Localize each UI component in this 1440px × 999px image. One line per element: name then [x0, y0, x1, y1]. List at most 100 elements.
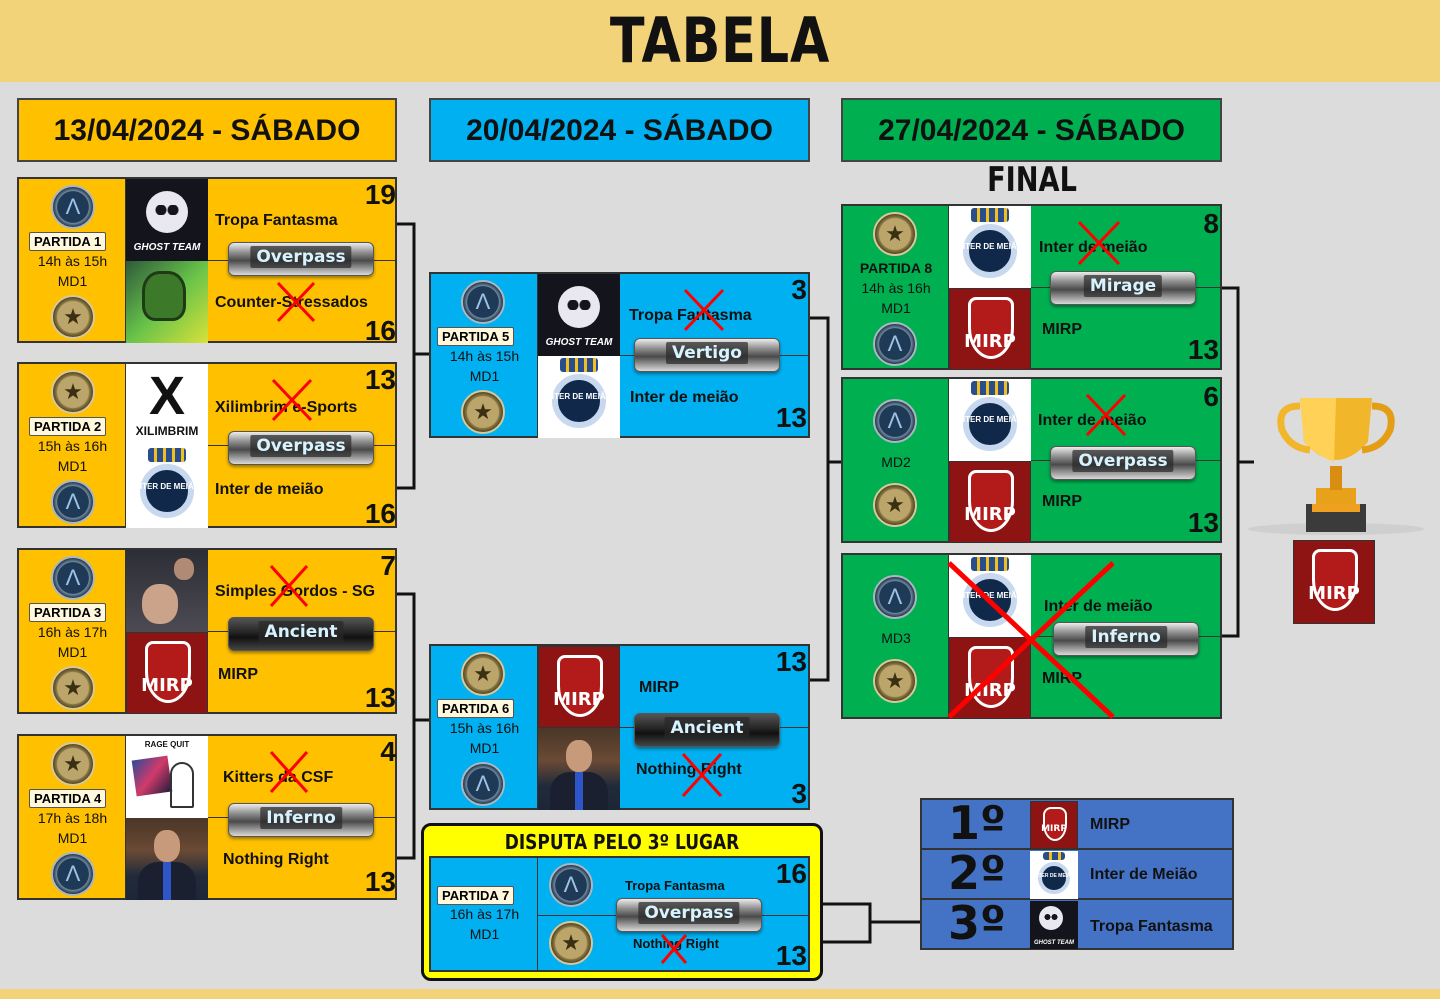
match-label: PARTIDA 2 [29, 417, 107, 436]
team2-score: 13 [1187, 334, 1219, 365]
podium-team-name: Tropa Fantasma [1090, 918, 1213, 935]
terrorist-icon: ★ [51, 370, 95, 414]
match-info: 14h às 15h MD1 [431, 346, 538, 386]
team1-score: 13 [775, 646, 807, 677]
match-time: 16h às 17h [449, 906, 520, 922]
counter-terrorist-icon: Λ [51, 556, 95, 600]
map-banner: Vertigo [634, 338, 780, 372]
match-format: MD1 [469, 740, 500, 756]
match-time: 14h às 15h [449, 348, 520, 364]
team2-name: Inter de meião [215, 481, 324, 498]
eliminated-x-icon [269, 750, 309, 794]
terrorist-icon: ★ [51, 742, 95, 786]
game-label: MD2 [881, 454, 911, 470]
match-label: PARTIDA 5 [437, 327, 515, 346]
team1-name: Tropa Fantasma [625, 878, 725, 893]
map-banner: Overpass [616, 898, 762, 932]
map-banner: Overpass [228, 242, 374, 276]
team1-name: Inter de meião [1038, 412, 1147, 429]
podium-team-name: MIRP [1090, 816, 1130, 833]
counter-terrorist-icon: Λ [549, 863, 593, 907]
counter-stressados-logo [126, 261, 208, 343]
terrorist-icon: ★ [461, 652, 505, 696]
match-7-card[interactable]: PARTIDA 7 16h às 17h MD1 Λ ★ Tropa Fanta… [429, 856, 810, 972]
match-info: 16h às 17h MD1 [19, 622, 126, 662]
eliminated-x-icon [683, 288, 725, 332]
match-3-card[interactable]: Λ PARTIDA 3 16h às 17h MD1 ★ MIRP Simple… [17, 548, 397, 714]
champion-mirp-logo: MIRP [1293, 540, 1375, 624]
match-5-card[interactable]: Λ PARTIDA 5 14h às 15h MD1 ★ GHOST TEAM … [429, 272, 810, 438]
eliminated-x-icon [660, 934, 688, 964]
final-game2-card[interactable]: Λ MD2 ★ INTER DE MEIÃO MIRP Inter de mei… [841, 377, 1222, 543]
counter-terrorist-icon: Λ [461, 762, 505, 806]
match-format: MD1 [57, 830, 88, 846]
match-format: MD1 [57, 644, 88, 660]
eliminated-x-icon [1077, 220, 1121, 266]
team1-score: 16 [775, 858, 807, 889]
eliminated-x-icon [681, 752, 723, 798]
inter-de-meiao-logo: INTER DE MEIÃO [538, 356, 620, 438]
final-label: FINAL [987, 160, 1077, 200]
final-game1-card[interactable]: ★ PARTIDA 8 14h às 16h MD1 Λ INTER DE ME… [841, 204, 1222, 370]
terrorist-icon: ★ [549, 921, 593, 965]
team1-name: MIRP [639, 679, 679, 696]
team2-name: Counter-Stressados [215, 294, 368, 311]
team1-score: 7 [380, 550, 396, 581]
match-label: PARTIDA 1 [29, 232, 107, 251]
match-time: 17h às 18h [37, 810, 108, 826]
date-round1: 13/04/2024 - SÁBADO [17, 98, 397, 162]
team2-score: 16 [364, 315, 396, 346]
kitters-logo: RAGE QUIT [126, 736, 208, 818]
match-time: 15h às 16h [449, 720, 520, 736]
match-time: 14h às 15h [37, 253, 108, 269]
match-label: PARTIDA 7 [437, 886, 515, 905]
match-time: 16h às 17h [37, 624, 108, 640]
map-banner: Inferno [228, 803, 374, 837]
mirp-logo: MIRP [949, 461, 1031, 543]
final-game3-card[interactable]: Λ MD3 ★ INTER DE MEIÃO MIRP Inter de mei… [841, 553, 1222, 719]
mirp-logo: MIRP [126, 632, 208, 714]
tropa-fantasma-logo: GHOST TEAM [1030, 901, 1078, 949]
team1-score: 8 [1203, 208, 1219, 239]
team2-name: MIRP [1042, 321, 1082, 338]
tropa-fantasma-logo: GHOST TEAM [126, 179, 208, 261]
team2-name: Nothing Right [633, 936, 719, 951]
simples-gordos-logo [126, 550, 208, 632]
team2-score: 13 [775, 402, 807, 433]
mirp-logo: MIRP [949, 288, 1031, 370]
match-1-card[interactable]: Λ PARTIDA 1 14h às 15h MD1 ★ GHOST TEAM … [17, 177, 397, 346]
team2-name: MIRP [1042, 670, 1082, 687]
match-label: PARTIDA 4 [29, 789, 107, 808]
match-time: 15h às 16h [37, 438, 108, 454]
team2-score: 3 [791, 778, 807, 809]
match-4-card[interactable]: ★ PARTIDA 4 17h às 18h MD1 Λ RAGE QUIT K… [17, 734, 397, 900]
page-title: TABELA [609, 4, 831, 77]
map-banner: Overpass [228, 431, 374, 465]
counter-terrorist-icon: Λ [873, 322, 917, 366]
team2-name: MIRP [1042, 493, 1082, 510]
team1-name: Tropa Fantasma [215, 212, 338, 229]
counter-terrorist-icon: Λ [51, 185, 95, 229]
team2-name: Inter de meião [630, 389, 739, 406]
date-round2: 20/04/2024 - SÁBADO [429, 98, 810, 162]
match-info: 16h às 17h MD1 [431, 904, 538, 944]
terrorist-icon: ★ [873, 659, 917, 703]
podium-table: 1º MIRP MIRP 2º INTER DE MEIÃO Inter de … [920, 796, 1234, 950]
map-banner: Mirage [1050, 271, 1196, 305]
match-6-card[interactable]: ★ PARTIDA 6 15h às 16h MD1 Λ MIRP MIRP 1… [429, 644, 810, 810]
terrorist-icon: ★ [51, 666, 95, 710]
nothing-right-logo [126, 818, 208, 900]
team1-score: 3 [791, 274, 807, 305]
team2-score: 13 [775, 940, 807, 971]
game-cancelled-x-icon [947, 561, 1115, 719]
match-info: 15h às 16h MD1 [19, 436, 126, 476]
podium-row-3: 3º GHOST TEAM Tropa Fantasma [922, 896, 1232, 950]
match-format: MD1 [57, 273, 88, 289]
team2-score: 13 [1187, 507, 1219, 538]
counter-terrorist-icon: Λ [873, 399, 917, 443]
map-banner: Inferno [1053, 622, 1199, 656]
inter-de-meiao-logo: INTER DE MEIÃO [949, 379, 1031, 461]
mirp-logo: MIRP [949, 637, 1031, 719]
